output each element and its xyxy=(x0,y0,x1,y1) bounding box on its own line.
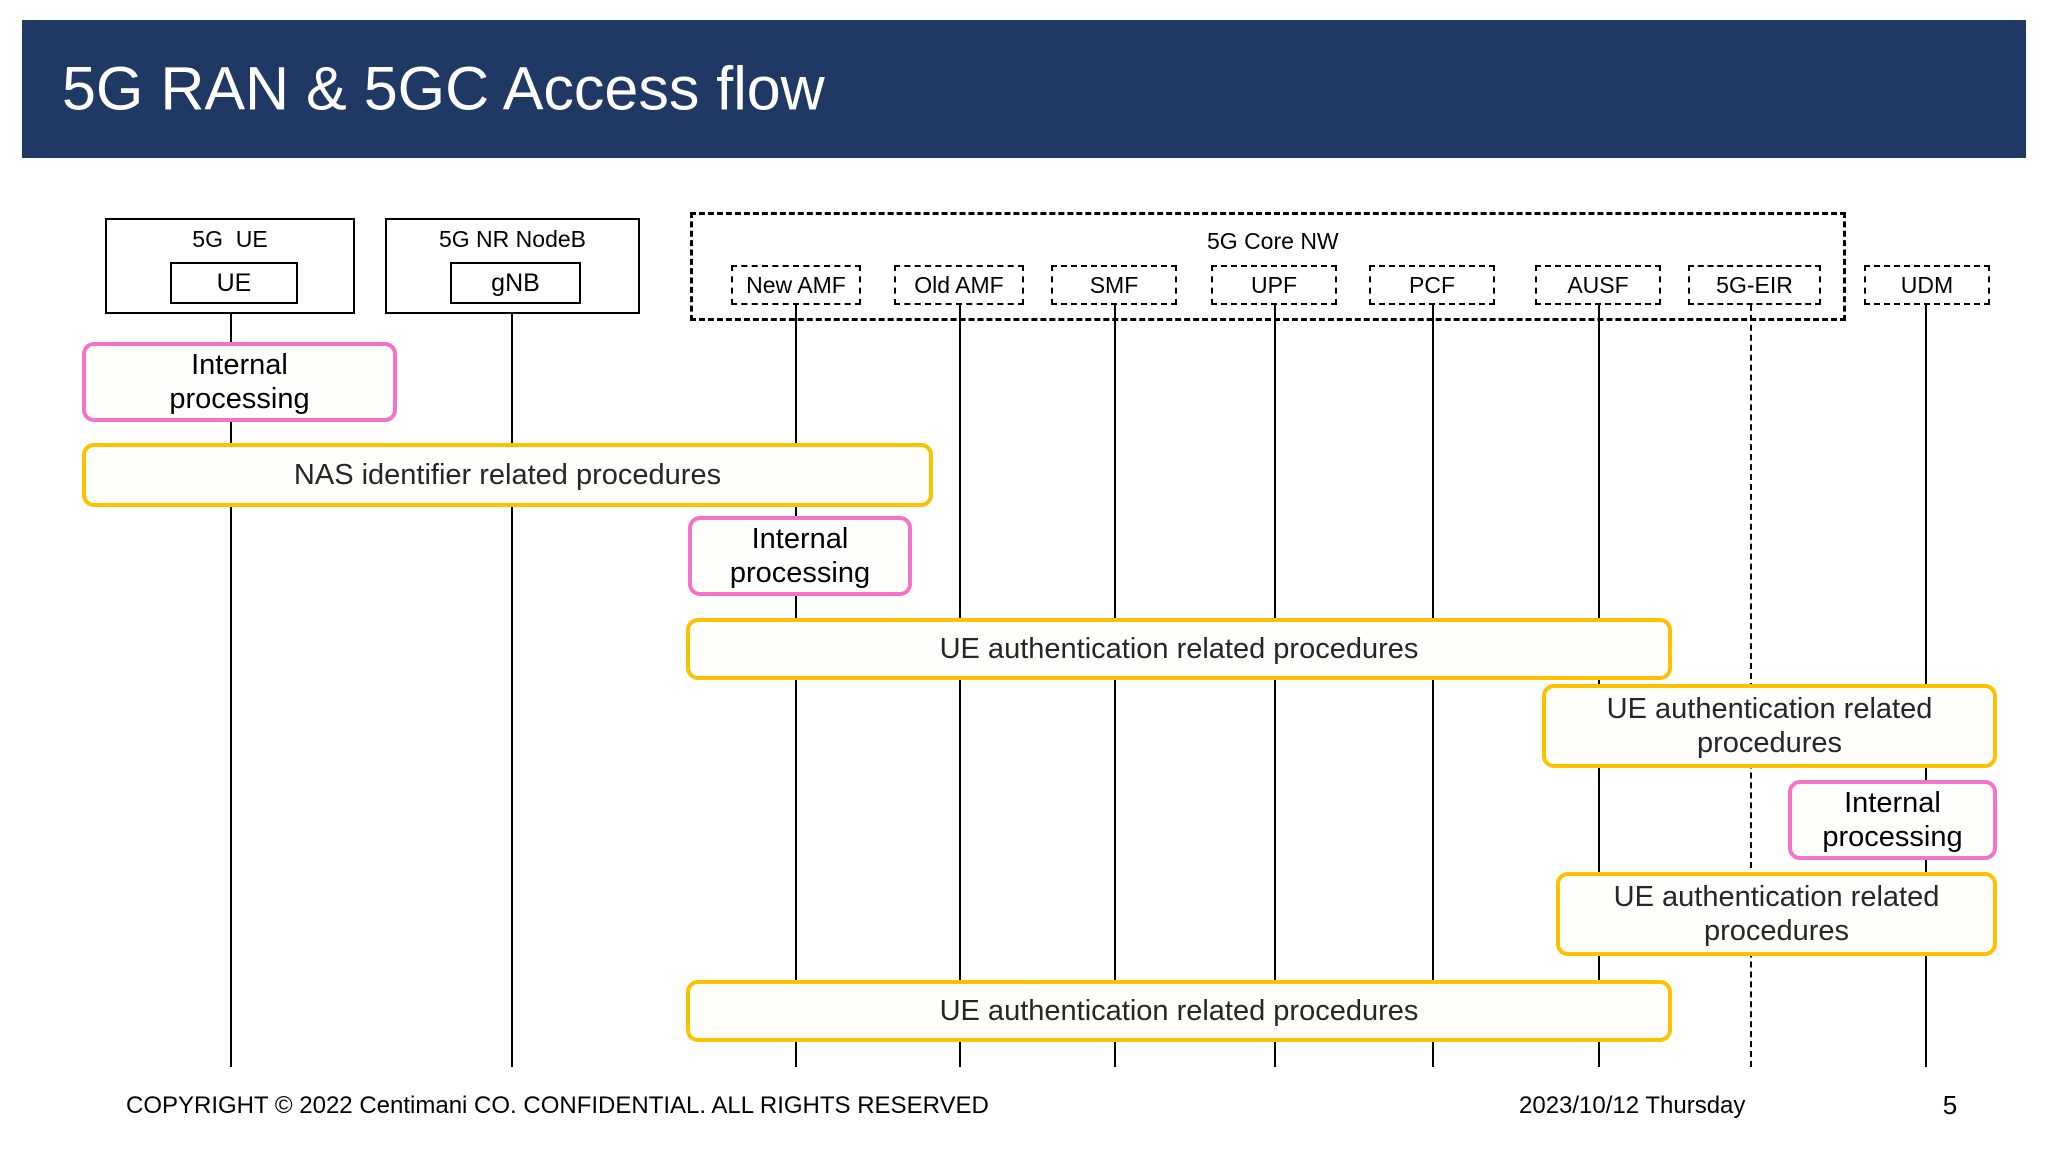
core-nw-boundary-right xyxy=(1843,212,1846,321)
actor-box-ue[interactable]: 5G UE UE xyxy=(105,218,355,314)
title-banner: 5G RAN & 5GC Access flow xyxy=(22,20,2026,158)
footer-copyright: COPYRIGHT © 2022 Centimani CO. CONFIDENT… xyxy=(126,1092,989,1119)
actor-inner-ue[interactable]: UE xyxy=(170,262,298,304)
actor-box-smf[interactable]: SMF xyxy=(1051,265,1177,305)
actor-box-upf[interactable]: UPF xyxy=(1211,265,1337,305)
footer-date: 2023/10/12 Thursday xyxy=(1519,1092,1746,1119)
core-nw-label: 5G Core NW xyxy=(1207,228,1339,254)
activity-ue-auth-2[interactable]: UE authentication related procedures xyxy=(1542,684,1997,768)
activity-ue-auth-3[interactable]: UE authentication related procedures xyxy=(1556,872,1997,956)
actor-label-ue: 5G UE xyxy=(192,226,268,252)
lifeline-ue xyxy=(230,240,232,1067)
footer-page-number: 5 xyxy=(1942,1090,1958,1120)
activity-nas-identifier[interactable]: NAS identifier related procedures xyxy=(82,443,933,507)
actor-box-ausf[interactable]: AUSF xyxy=(1535,265,1661,305)
actor-box-old-amf[interactable]: Old AMF xyxy=(894,265,1024,305)
core-nw-boundary-bottom xyxy=(690,318,1846,321)
actor-box-new-amf[interactable]: New AMF xyxy=(731,265,861,305)
page-title: 5G RAN & 5GC Access flow xyxy=(62,54,825,123)
core-nw-boundary-left xyxy=(690,212,693,321)
actor-box-udm[interactable]: UDM xyxy=(1864,265,1990,305)
lifeline-5g-eir xyxy=(1750,285,1752,1067)
activity-ue-auth-4[interactable]: UE authentication related procedures xyxy=(686,980,1672,1042)
lifeline-gnb xyxy=(511,240,513,1067)
lifeline-udm xyxy=(1925,285,1927,1067)
actor-box-5g-eir[interactable]: 5G-EIR xyxy=(1688,265,1821,305)
core-nw-boundary-top xyxy=(690,212,1846,215)
actor-box-pcf[interactable]: PCF xyxy=(1369,265,1495,305)
actor-inner-gnb[interactable]: gNB xyxy=(450,262,581,304)
actor-label-gnb: 5G NR NodeB xyxy=(438,226,586,252)
actor-box-gnb[interactable]: 5G NR NodeB gNB xyxy=(385,218,640,314)
activity-ue-auth-1[interactable]: UE authentication related procedures xyxy=(686,618,1672,680)
